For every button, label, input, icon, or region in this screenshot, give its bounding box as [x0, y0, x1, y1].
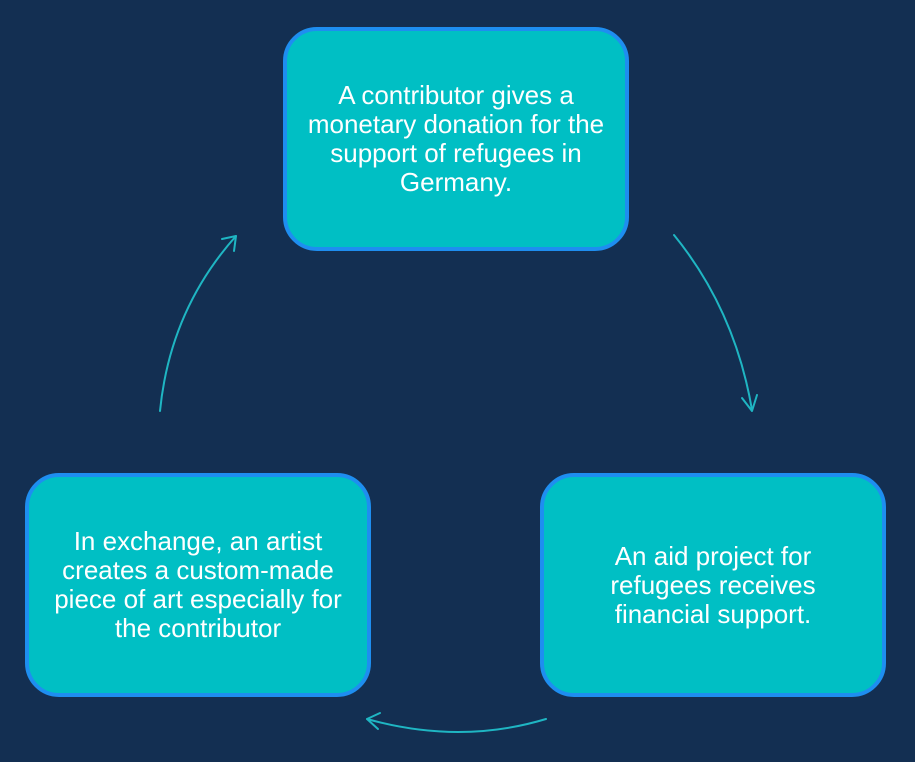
node-aid-project: An aid project for refugees receives fin…: [540, 473, 886, 697]
arrow-art-to-donation-head: [221, 235, 237, 252]
arrow-donation-to-aid: [673, 234, 753, 411]
arrow-aid-to-art: [366, 718, 547, 733]
arrow-aid-to-art-head: [366, 712, 381, 730]
node-art-exchange: In exchange, an artist creates a custom-…: [25, 473, 371, 697]
node-aid-project-text: An aid project for refugees receives fin…: [610, 540, 816, 629]
arrow-art-to-donation: [159, 235, 237, 412]
arrow-donation-to-aid-head: [741, 394, 758, 412]
node-donation-text: A contributor gives a monetary donation …: [307, 80, 605, 197]
node-donation: A contributor gives a monetary donation …: [283, 27, 629, 251]
node-art-exchange-text: In exchange, an artist creates a custom-…: [54, 526, 342, 643]
